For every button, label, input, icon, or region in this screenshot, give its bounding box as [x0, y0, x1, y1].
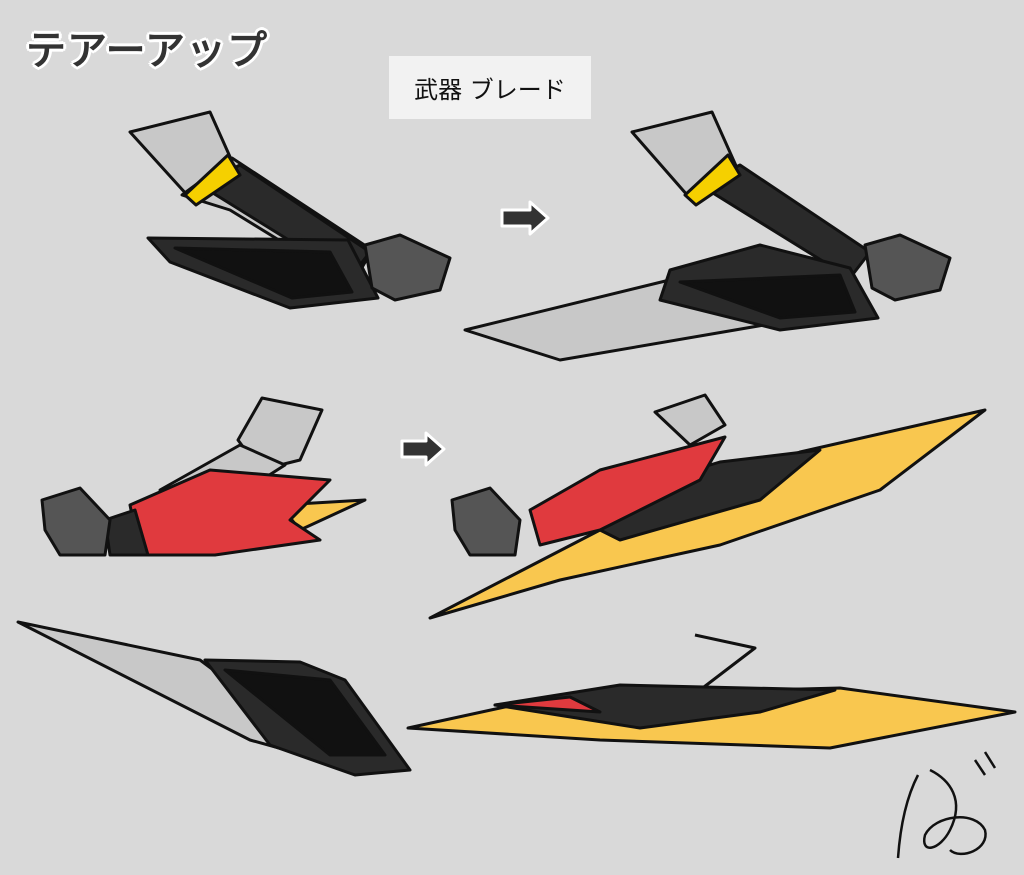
arm-middle-left	[40, 396, 367, 557]
weapon-label: 武器 ブレード	[389, 56, 591, 119]
weapon-label-text: 武器 ブレード	[414, 76, 566, 104]
arrow-right-icon	[400, 431, 446, 467]
blade-bottom-right	[406, 633, 1017, 750]
signature-icon	[896, 751, 997, 859]
arm-middle-right	[428, 393, 987, 620]
title: テアーアップ	[26, 28, 268, 74]
arm-top-right	[463, 110, 952, 362]
arm-top-left	[128, 110, 452, 310]
blade-bottom-left	[16, 620, 412, 777]
arrow-right-icon	[500, 200, 550, 236]
